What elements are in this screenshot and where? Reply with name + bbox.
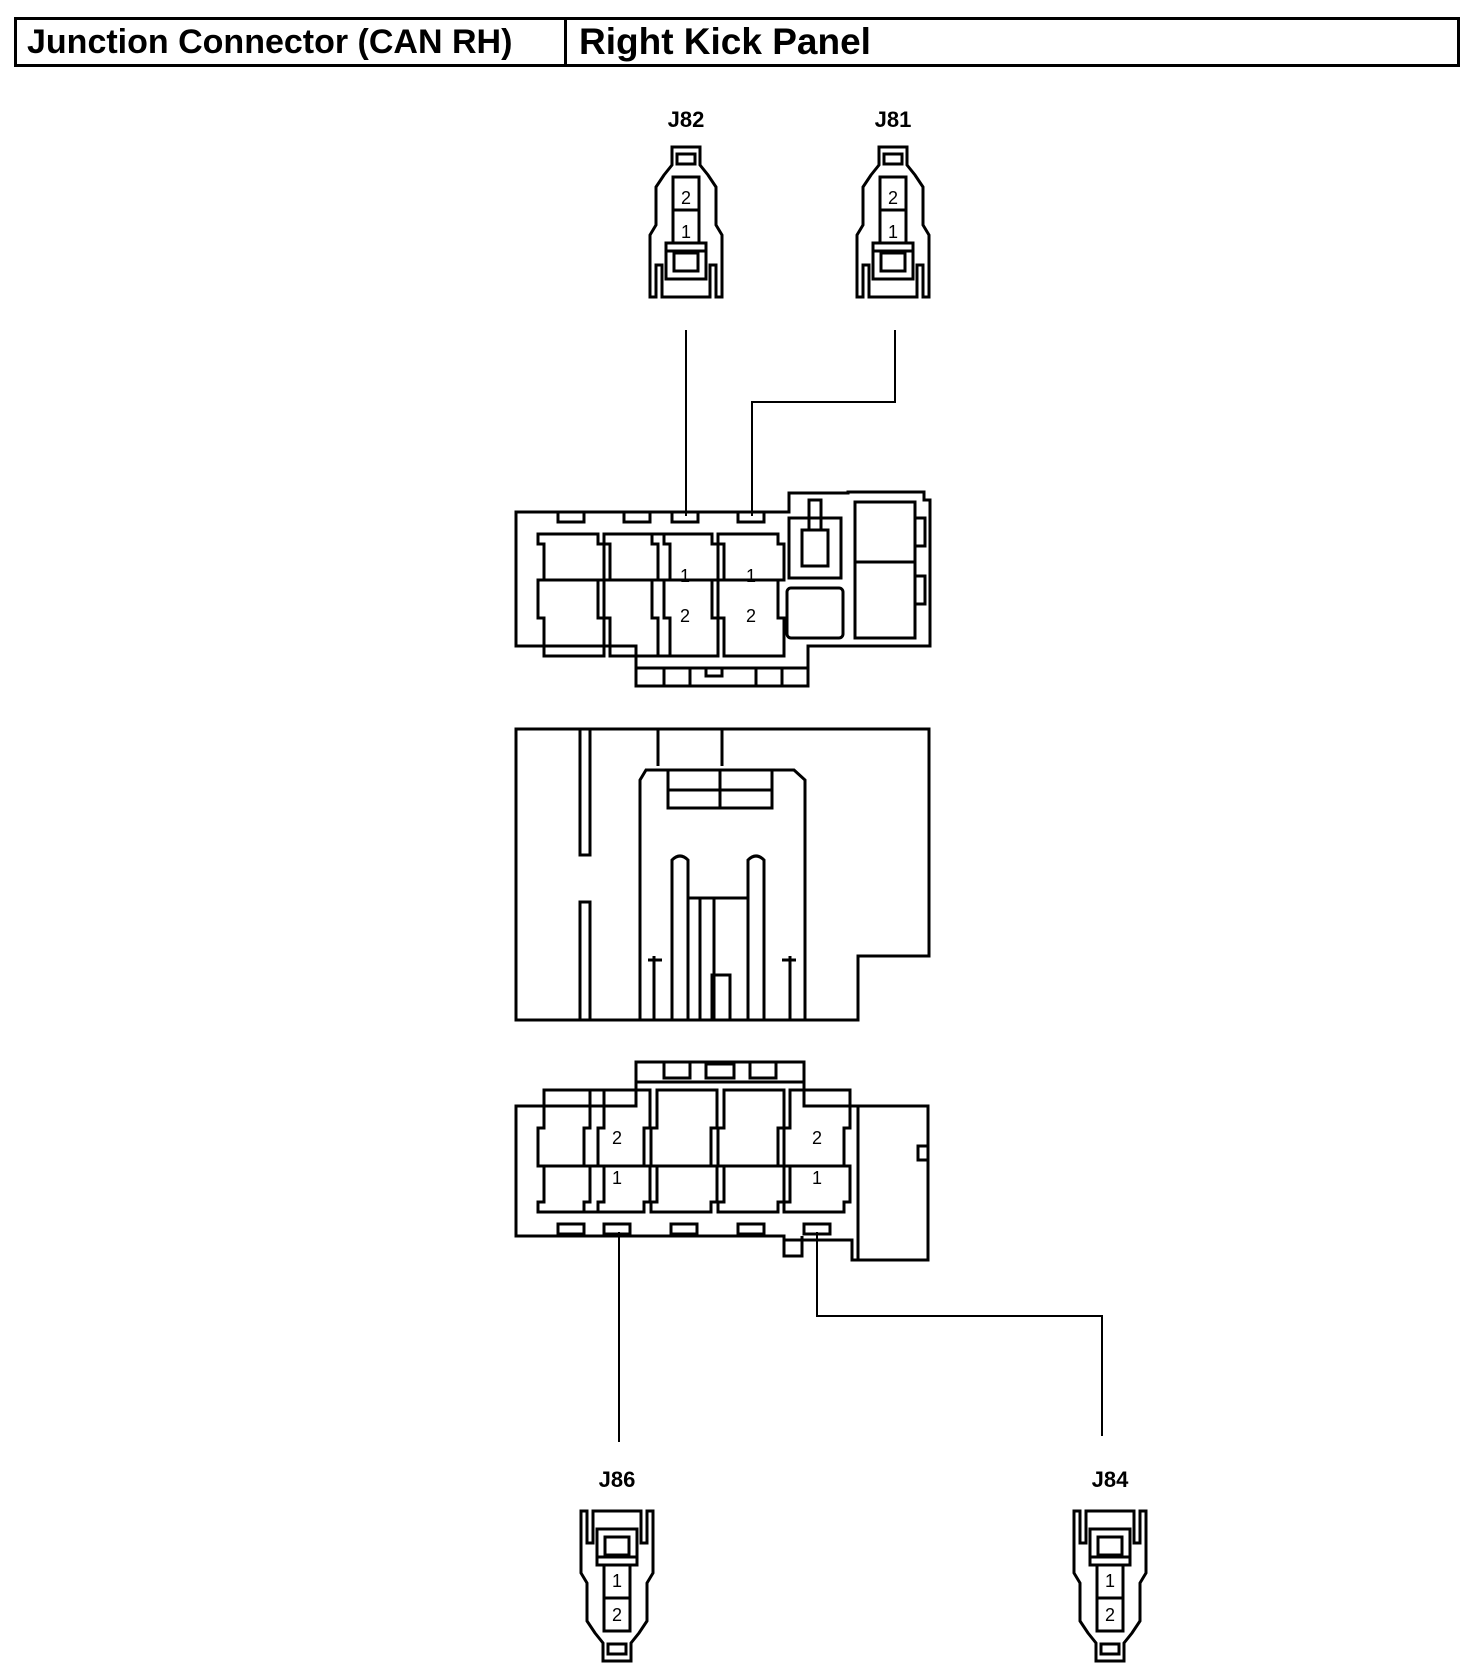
- component-location: Right Kick Panel: [579, 21, 871, 62]
- connector-side-view: [514, 727, 931, 1022]
- j84-pin-top: 1: [1105, 1571, 1115, 1591]
- j81-pin-top: 2: [888, 188, 898, 208]
- j84-label: J84: [1092, 1467, 1129, 1492]
- upper-cav3-bottom: 2: [680, 606, 690, 626]
- upper-block-pin-numbers: 1 2 1 2: [680, 566, 756, 626]
- j86-label: J86: [599, 1467, 636, 1492]
- lower-cav5-bottom: 1: [812, 1168, 822, 1188]
- header-table: Junction Connector (CAN RH) Right Kick P…: [14, 17, 1460, 67]
- upper-cav4-top: 1: [746, 566, 756, 586]
- lower-leader-wires: [618, 1232, 1103, 1442]
- connector-j84: J84 1 2: [1072, 1467, 1148, 1663]
- j81-label: J81: [875, 107, 912, 132]
- connector-j82: J82 2 1: [648, 107, 724, 299]
- component-name: Junction Connector (CAN RH): [17, 20, 567, 64]
- lower-cav5-top: 2: [812, 1128, 822, 1148]
- lower-cav2-bottom: 1: [612, 1168, 622, 1188]
- lower-block-pin-numbers: 2 1 2 1: [612, 1128, 822, 1188]
- j81-pin-bottom: 1: [888, 222, 898, 242]
- upper-cav4-bottom: 2: [746, 606, 756, 626]
- upper-cav3-top: 1: [680, 566, 690, 586]
- j82-label: J82: [668, 107, 705, 132]
- j86-pin-bottom: 2: [612, 1605, 622, 1625]
- lower-cav2-top: 2: [612, 1128, 622, 1148]
- connector-j81: J81 2 1: [855, 107, 931, 299]
- upper-connector-block: [514, 490, 932, 688]
- lower-connector-block: [514, 1060, 930, 1262]
- j82-pin-top: 2: [681, 188, 691, 208]
- j82-pin-bottom: 1: [681, 222, 691, 242]
- j84-pin-bottom: 2: [1105, 1605, 1115, 1625]
- upper-leader-wires: [685, 330, 896, 516]
- connector-j86: J86 1 2: [579, 1467, 655, 1663]
- j86-pin-top: 1: [612, 1571, 622, 1591]
